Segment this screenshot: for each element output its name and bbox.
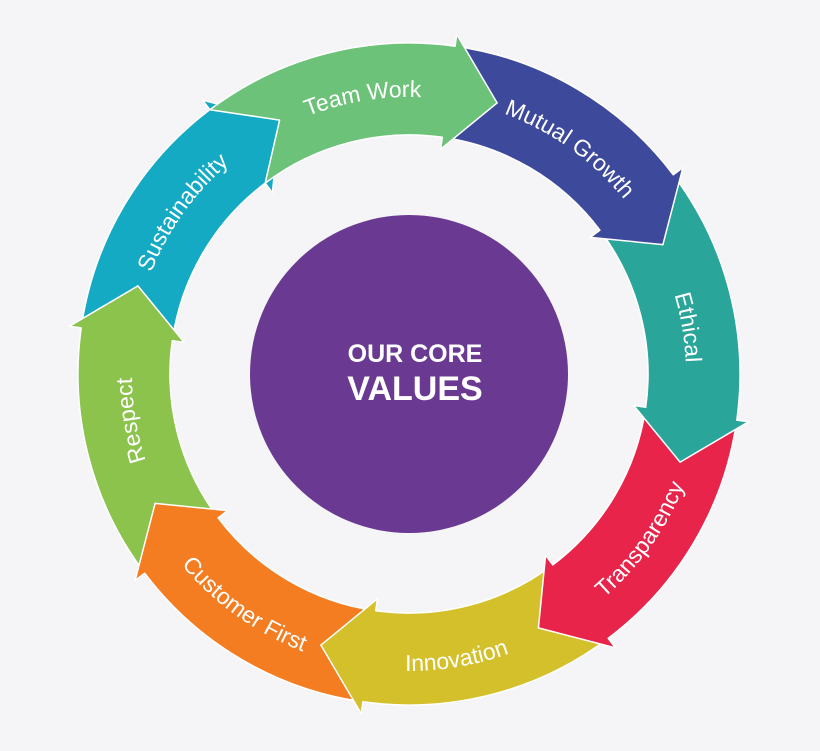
value-segment-customer-first bbox=[134, 502, 377, 703]
value-segment-mutual-growth bbox=[441, 45, 684, 246]
center-circle bbox=[250, 215, 568, 533]
cycle-segments bbox=[68, 33, 750, 715]
value-segment-innovation bbox=[320, 564, 609, 715]
value-segment-team-work bbox=[209, 33, 498, 184]
center-title-line1: OUR CORE bbox=[348, 340, 483, 368]
value-segment-ethical bbox=[599, 174, 750, 463]
value-segment-respect bbox=[68, 285, 219, 574]
value-segment-transparency bbox=[537, 406, 738, 649]
center-title-line2: VALUES bbox=[347, 370, 482, 408]
